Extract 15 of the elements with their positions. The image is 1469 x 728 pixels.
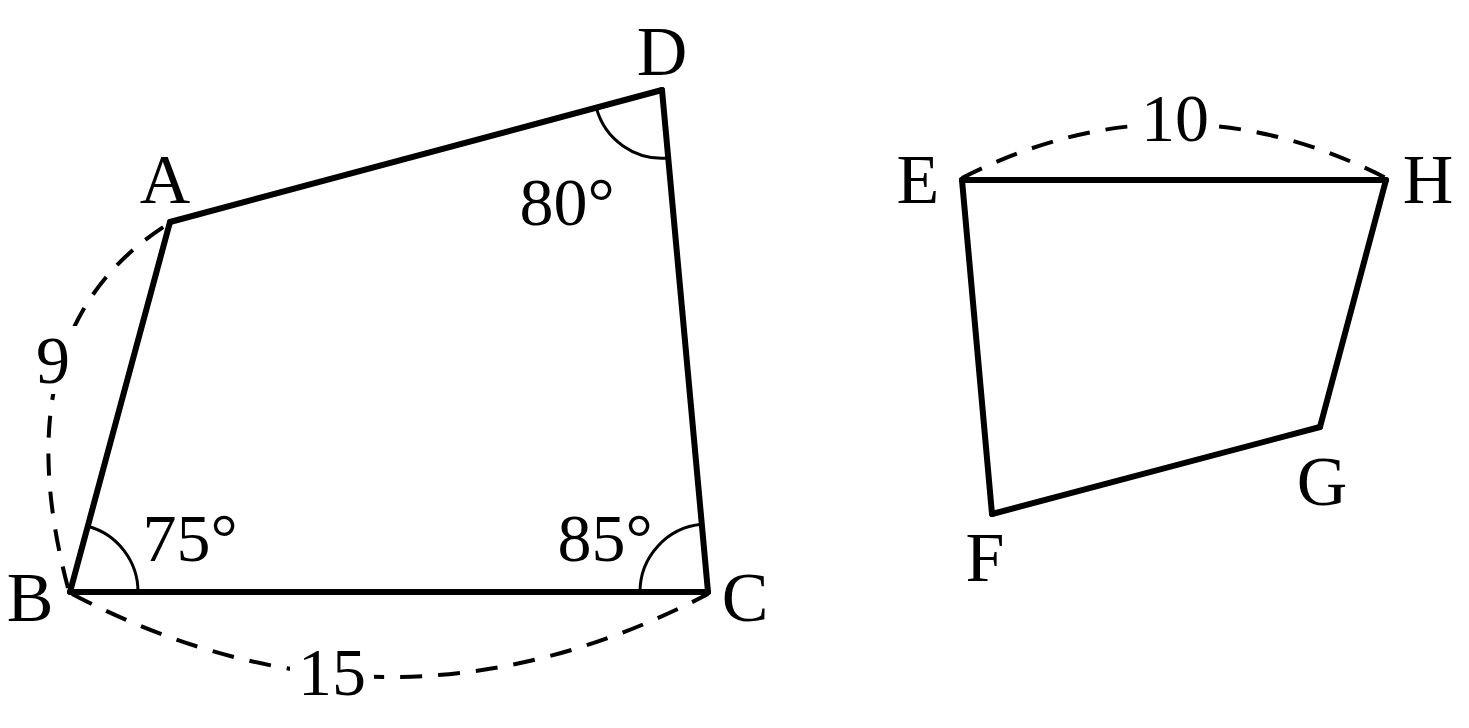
measure-label: 75° [141,504,239,572]
vertex-label: G [1296,447,1348,517]
polygon-side [659,87,711,595]
vertex-label: E [896,145,940,215]
vertex-label: D [636,17,688,87]
vertex-label: H [1402,145,1454,215]
polygon-side [167,87,665,225]
polygon-side [989,424,1323,517]
vertex-label: B [6,563,54,633]
vertex-label: A [139,145,191,215]
measure-label: 80° [518,168,616,236]
polygon-side [959,177,1389,183]
vertex-label: F [965,523,1005,593]
vertex-label: C [721,563,769,633]
measure-label: 85° [556,504,654,572]
